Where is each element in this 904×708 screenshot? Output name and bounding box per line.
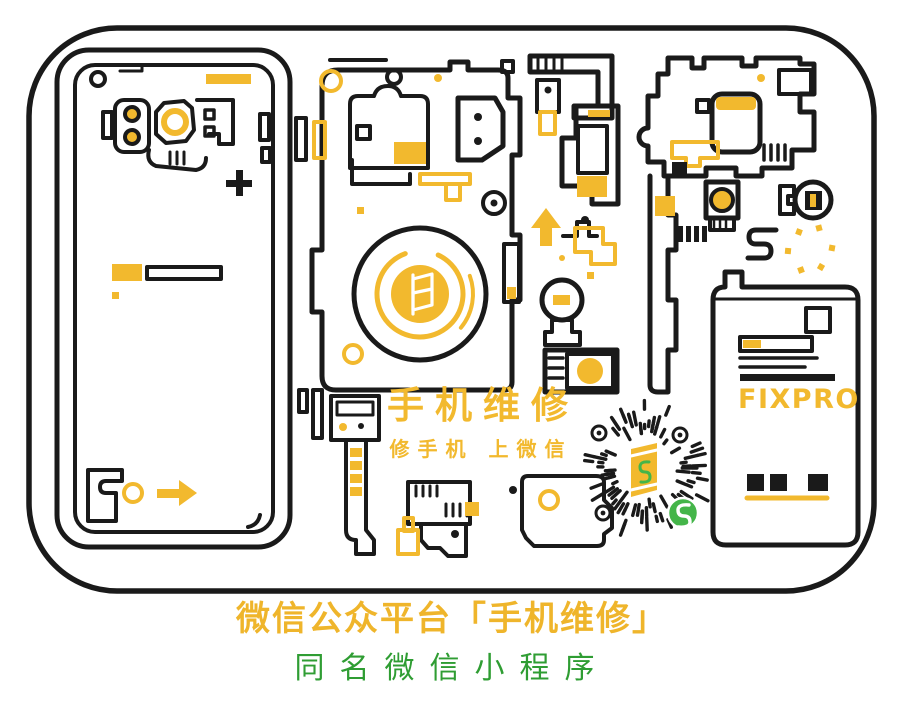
brand-logo-disc bbox=[391, 265, 449, 323]
camera-cutout bbox=[709, 91, 763, 155]
accent-bar bbox=[206, 74, 251, 84]
arrow-right-icon bbox=[157, 480, 197, 506]
connector-yellow bbox=[396, 528, 420, 556]
chip-pins bbox=[678, 226, 707, 242]
wechat-mini-program-badge bbox=[666, 496, 700, 530]
motherboard bbox=[636, 55, 836, 395]
flex-cable bbox=[527, 53, 615, 121]
phone-back-cover bbox=[54, 47, 293, 550]
plus-icon bbox=[226, 170, 252, 196]
charging-flex-assembly bbox=[297, 388, 614, 558]
arrow-up-icon bbox=[531, 208, 561, 246]
brand-flag-logo bbox=[411, 272, 434, 316]
footer-green-text: 同名微信小程序 bbox=[295, 651, 610, 686]
battery-brand-label: FIXPRO bbox=[738, 384, 860, 415]
qr-center-logo bbox=[629, 443, 659, 497]
vibration-motor bbox=[535, 78, 561, 114]
camera-module bbox=[101, 98, 272, 172]
camera-lens bbox=[792, 179, 834, 221]
qr-radial-dashes bbox=[583, 398, 710, 537]
wireless-coil bbox=[351, 225, 489, 363]
board-column bbox=[647, 173, 679, 395]
midframe-chassis bbox=[294, 58, 523, 393]
qr-eyes bbox=[590, 424, 689, 522]
accent-slot bbox=[145, 265, 223, 281]
battery: FIXPRO bbox=[710, 269, 861, 548]
usb-port bbox=[465, 502, 479, 516]
confetti bbox=[784, 224, 836, 274]
lens-bracket bbox=[778, 184, 796, 216]
qr-code bbox=[583, 398, 710, 537]
connector-plate bbox=[455, 95, 506, 163]
camera-recess bbox=[348, 84, 430, 170]
small-parts-column bbox=[527, 53, 621, 395]
footer-gold-text: 微信公众平台「手机维修」 bbox=[235, 599, 668, 639]
poster-border bbox=[26, 25, 877, 594]
camera-lens-ring bbox=[161, 108, 189, 136]
loudspeaker bbox=[542, 347, 620, 395]
accent-block bbox=[112, 264, 142, 281]
battery-terminals bbox=[747, 474, 828, 491]
flex-squiggle bbox=[745, 227, 779, 261]
poster-title: 手机维修 bbox=[387, 384, 579, 427]
poster-subtitle: 修手机 上微信 bbox=[389, 437, 573, 461]
latch-detail bbox=[86, 468, 124, 523]
flex-yellow bbox=[573, 226, 617, 266]
